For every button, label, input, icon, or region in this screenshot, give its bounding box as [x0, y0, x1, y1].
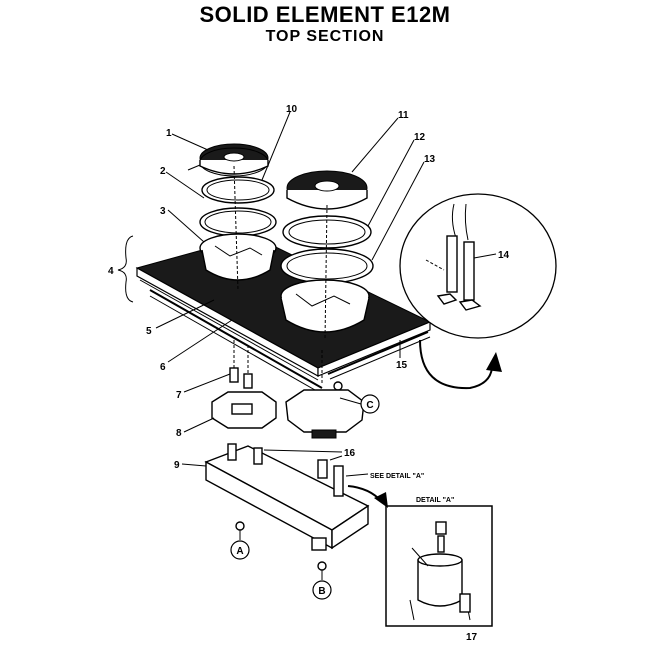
see-detail-note: SEE DETAIL "A" — [370, 473, 424, 480]
callout-7: 7 — [176, 390, 182, 401]
bracket-4 — [117, 235, 134, 303]
callout-12: 12 — [414, 132, 426, 143]
right-burner-stack — [280, 170, 374, 341]
diagram-title: SOLID ELEMENT E12M — [199, 2, 451, 27]
left-bracket-assembly — [211, 340, 277, 429]
callout-2: 2 — [160, 166, 166, 177]
callout-numbers: 1 2 3 4 5 6 7 8 9 10 11 12 13 14 15 16 1… — [108, 104, 510, 643]
inset-detail-14 — [399, 193, 557, 339]
detail-a-title: DETAIL "A" — [416, 497, 454, 504]
inset-arrow — [419, 339, 502, 390]
marker-c: C — [339, 394, 380, 414]
marker-a: A — [230, 521, 250, 560]
left-burner-stack — [187, 143, 277, 291]
callout-14: 14 — [498, 250, 510, 261]
callout-16: 16 — [344, 448, 356, 459]
callout-6: 6 — [160, 362, 166, 373]
callout-11: 11 — [398, 110, 409, 121]
base-plate — [204, 443, 370, 551]
callout-9: 9 — [174, 460, 180, 471]
diagram-subtitle: TOP SECTION — [265, 28, 385, 45]
marker-b: B — [312, 561, 332, 600]
callout-13: 13 — [424, 154, 436, 165]
callout-8: 8 — [176, 428, 182, 439]
leader-lines — [155, 111, 497, 477]
trim-strips — [149, 289, 431, 395]
callout-1: 1 — [166, 128, 172, 139]
detail-a-arrow — [347, 485, 388, 508]
marker-c-label: C — [366, 400, 373, 411]
callout-4: 4 — [108, 266, 114, 277]
detail-a-box — [385, 505, 493, 627]
callout-3: 3 — [160, 206, 166, 217]
callout-5: 5 — [146, 326, 152, 337]
right-bracket-assembly — [285, 350, 365, 439]
marker-b-label: B — [318, 586, 325, 597]
marker-a-label: A — [236, 546, 243, 557]
callout-15: 15 — [396, 360, 408, 371]
callout-17: 17 — [466, 632, 478, 643]
callout-10: 10 — [286, 104, 298, 115]
